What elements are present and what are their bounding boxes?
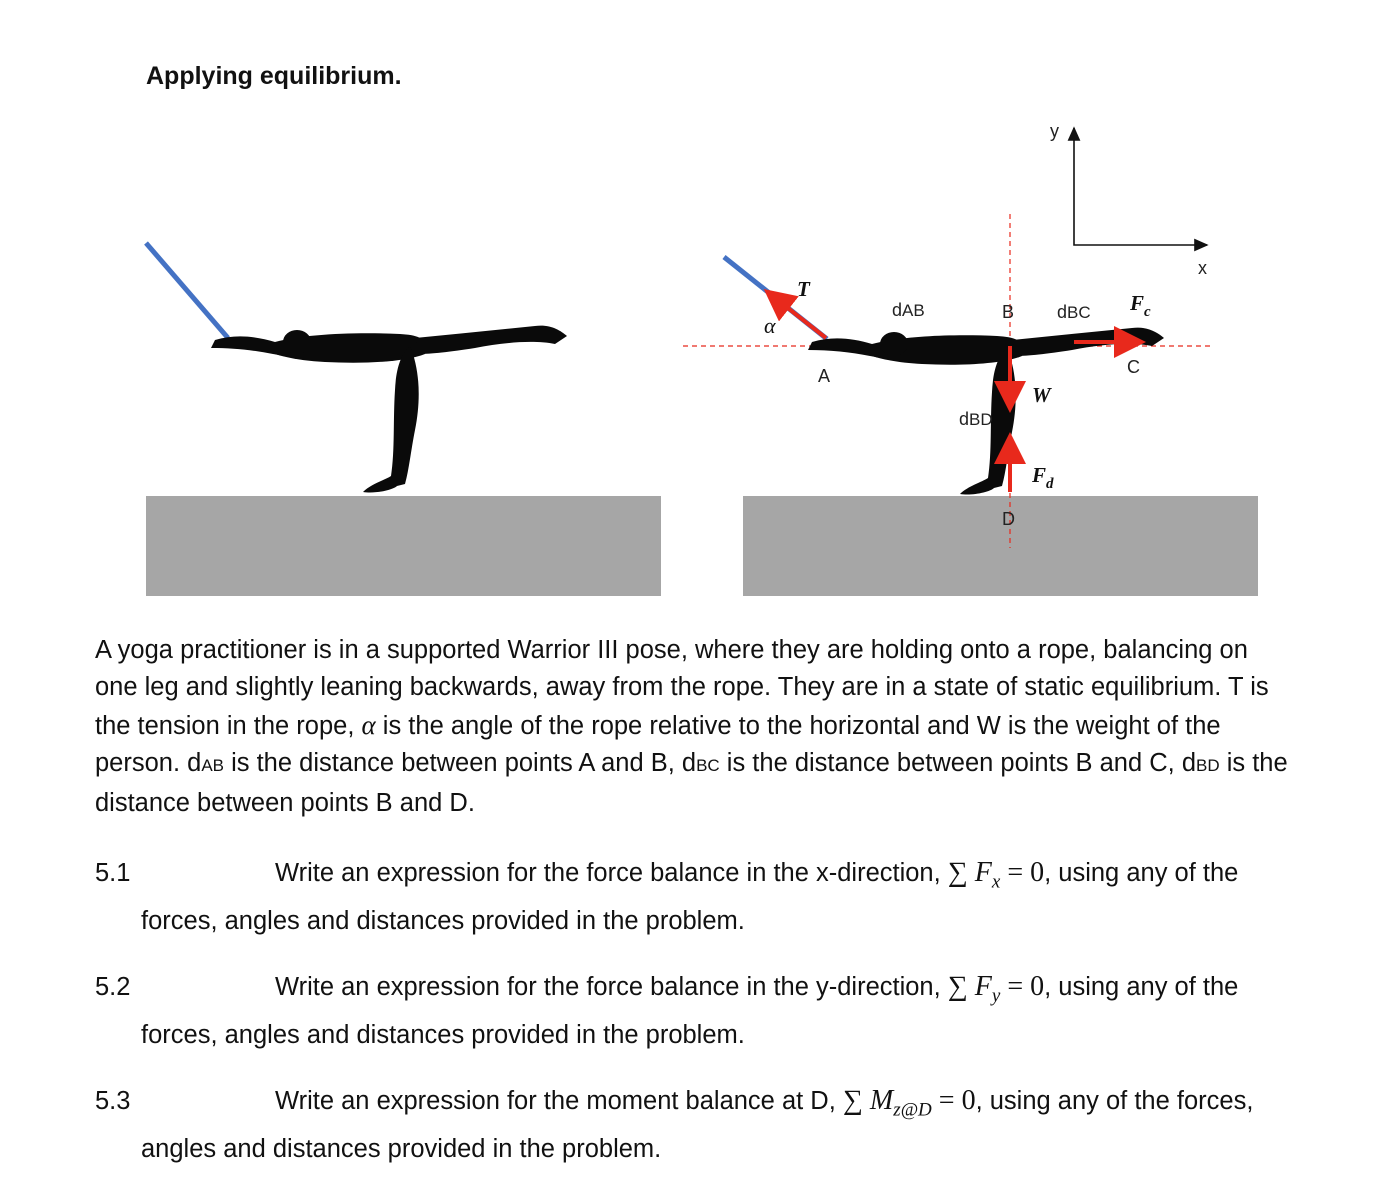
left-person-silhouette bbox=[211, 325, 567, 493]
question-5-1: 5.1 Write an expression for the force ba… bbox=[95, 854, 1295, 940]
fc-label: Fc bbox=[1129, 291, 1151, 320]
question-number: 5.3 bbox=[95, 1087, 131, 1115]
right-ground-block bbox=[743, 496, 1258, 596]
coordinate-axes bbox=[1073, 132, 1200, 246]
question-5-3: 5.3 Write an expression for the moment b… bbox=[95, 1082, 1295, 1168]
tension-label: T bbox=[797, 277, 811, 301]
y-axis-label: y bbox=[1050, 121, 1059, 141]
point-b-label: B bbox=[1002, 302, 1014, 322]
point-a-label: A bbox=[818, 366, 830, 386]
question-text: Write an expression for the force balanc… bbox=[141, 857, 1239, 935]
alpha-label: α bbox=[764, 313, 776, 338]
point-c-label: C bbox=[1127, 357, 1140, 377]
question-number: 5.1 bbox=[95, 859, 131, 887]
question-text: Write an expression for the moment balan… bbox=[141, 1085, 1254, 1163]
dbd-label: dBD bbox=[959, 409, 993, 429]
x-axis-label: x bbox=[1198, 258, 1207, 278]
question-text: Write an expression for the force balanc… bbox=[141, 971, 1239, 1049]
left-rope bbox=[144, 241, 230, 340]
free-body-diagram-figure: y x T α A dAB B dBC Fc C W dBD Fd D bbox=[144, 121, 1258, 596]
dab-label: dAB bbox=[892, 300, 925, 320]
question-5-2: 5.2 Write an expression for the force ba… bbox=[95, 968, 1295, 1054]
dbc-label: dBC bbox=[1057, 302, 1091, 322]
fd-label: Fd bbox=[1031, 463, 1054, 492]
point-d-label: D bbox=[1002, 509, 1015, 529]
problem-description: A yoga practitioner is in a supported Wa… bbox=[95, 636, 1288, 817]
heading: Applying equilibrium. bbox=[146, 62, 402, 90]
tension-arrow bbox=[763, 289, 828, 340]
weight-label: W bbox=[1032, 383, 1052, 407]
left-ground-block bbox=[146, 496, 661, 596]
question-number: 5.2 bbox=[95, 973, 131, 1001]
